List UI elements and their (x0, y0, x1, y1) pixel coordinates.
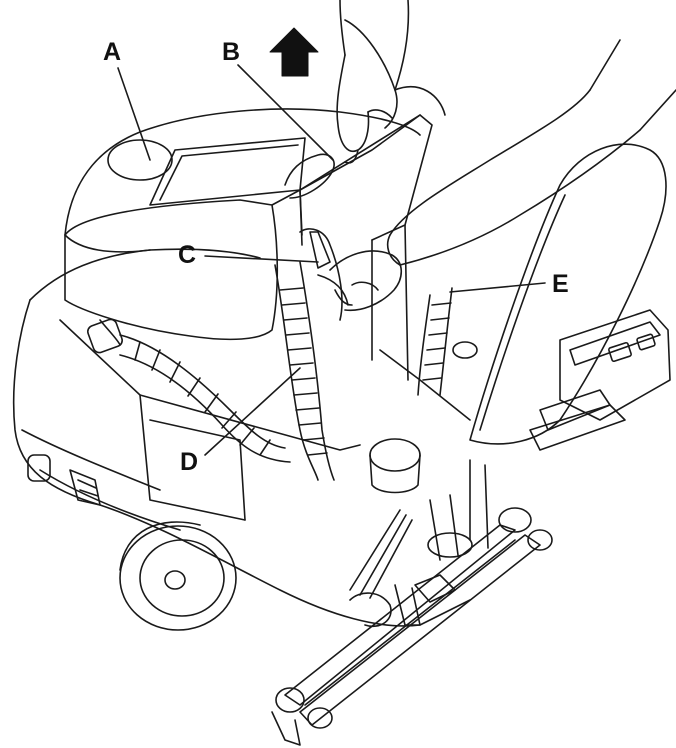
rear-wheel (119, 521, 237, 631)
lifted-tank (64, 114, 433, 381)
hose-d (87, 261, 335, 481)
leader-line-c (204, 255, 319, 263)
leader-line-b (237, 64, 334, 161)
leader-line-a (117, 67, 151, 161)
squeegee-assembly (271, 459, 553, 746)
callout-e: E (552, 270, 569, 298)
leader-line-e (449, 282, 546, 293)
up-arrow-icon (269, 27, 319, 77)
callout-a: A (103, 38, 122, 66)
tank-cavity (59, 319, 478, 521)
leader-lines (117, 64, 546, 456)
hose-e (417, 287, 453, 396)
lower-hand (329, 39, 676, 312)
callout-c: C (178, 241, 197, 269)
side-fittings (27, 454, 101, 506)
callout-d: D (180, 448, 199, 476)
control-panel (529, 309, 671, 451)
callout-b: B (222, 38, 241, 66)
machine-body (12, 108, 471, 627)
upper-hand (336, 0, 446, 164)
leader-line-d (204, 367, 301, 456)
